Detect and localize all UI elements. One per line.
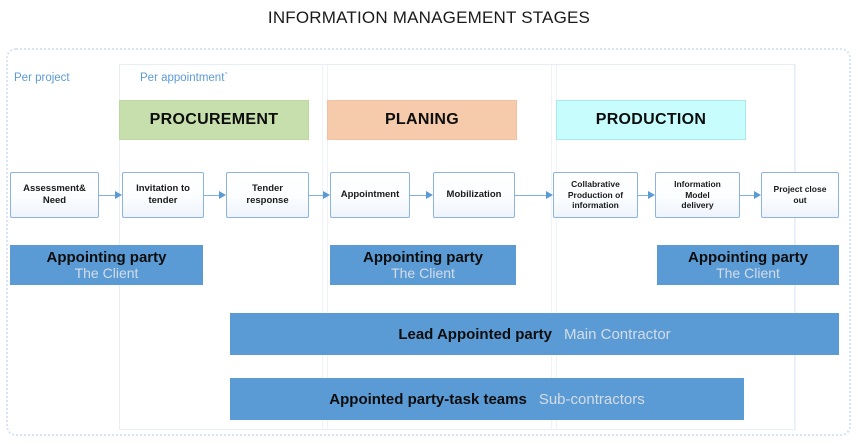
arrow-connector bbox=[740, 191, 761, 200]
appointing-party-role: Appointing party bbox=[363, 248, 483, 266]
arrow-connector bbox=[99, 191, 122, 200]
appointing-party-who: The Client bbox=[74, 264, 139, 281]
appointing-party-who: The Client bbox=[716, 264, 780, 281]
stage-band-planing: PLANING bbox=[327, 100, 517, 140]
appointing-party-bar[interactable]: Appointing party The Client bbox=[657, 245, 839, 285]
appointing-party-who: The Client bbox=[391, 264, 455, 281]
lane-separator bbox=[551, 64, 552, 430]
appointed-party-task-teams-role: Appointed party-task teams bbox=[329, 390, 527, 408]
lane-label-per-project: Per project bbox=[14, 72, 70, 84]
arrow-connector bbox=[309, 191, 330, 200]
arrow-connector bbox=[410, 191, 433, 200]
lead-appointed-party-who: Main Contractor bbox=[563, 325, 671, 343]
lane-separator bbox=[327, 64, 328, 430]
appointing-party-bar[interactable]: Appointing party The Client bbox=[10, 245, 203, 285]
appointed-party-task-teams-bar[interactable]: Appointed party-task teams Sub-contracto… bbox=[230, 378, 744, 420]
page-title: INFORMATION MANAGEMENT STAGES bbox=[267, 8, 591, 27]
arrow-connector bbox=[204, 191, 226, 200]
stage-band-production: PRODUCTION bbox=[556, 100, 746, 140]
lead-appointed-party-role: Lead Appointed party bbox=[398, 325, 552, 343]
appointing-party-role: Appointing party bbox=[46, 248, 167, 266]
process-box-appointment[interactable]: Appointment bbox=[330, 172, 410, 218]
appointing-party-bar[interactable]: Appointing party The Client bbox=[330, 245, 516, 285]
lead-appointed-party-bar[interactable]: Lead Appointed party Main Contractor bbox=[230, 313, 839, 355]
arrow-connector bbox=[638, 191, 655, 200]
process-box-assessment-need[interactable]: Assessment&Need bbox=[10, 172, 99, 218]
appointing-party-role: Appointing party bbox=[688, 248, 808, 266]
lane-separator bbox=[322, 64, 323, 430]
lane-label-per-appointment: Per appointment` bbox=[140, 72, 229, 84]
stage-band-procurement: PROCUREMENT bbox=[119, 100, 309, 140]
process-box-mobilization[interactable]: Mobilization bbox=[433, 172, 515, 218]
appointed-party-task-teams-who: Sub-contractors bbox=[538, 390, 645, 408]
arrow-connector bbox=[515, 191, 553, 200]
lane-separator bbox=[556, 64, 557, 430]
